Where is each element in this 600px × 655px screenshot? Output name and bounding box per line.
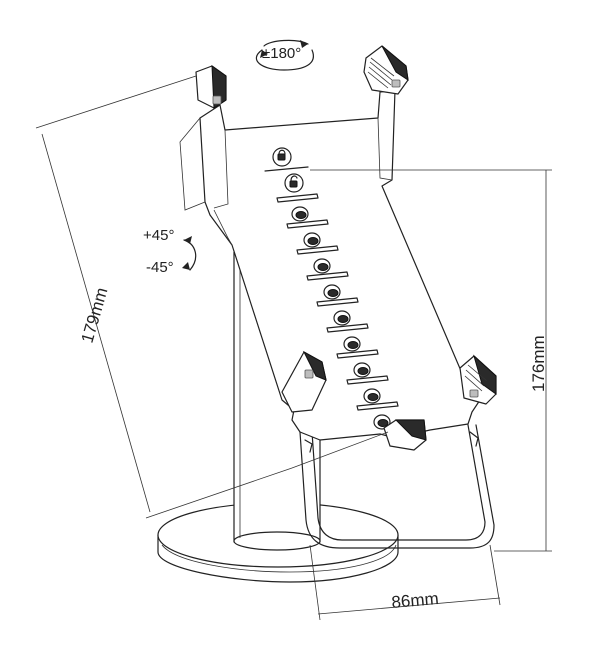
adjustment-hole-shadow — [307, 237, 319, 245]
tilt-down-label: -45° — [146, 259, 174, 276]
lock-divider — [264, 166, 309, 172]
clamp-bottom-center — [383, 419, 427, 451]
adjustment-hole-shadow — [367, 393, 379, 401]
rotate-arrow-icon — [255, 39, 314, 71]
height-vertical-label: 176mm — [529, 335, 548, 392]
adjustment-slot — [356, 401, 399, 411]
width-label: 86mm — [391, 589, 440, 612]
clamp-bottom-left — [281, 350, 327, 413]
rotation-label: ±180° — [262, 45, 301, 62]
adjustment-hole-shadow — [327, 289, 339, 297]
clamp-bottom-right — [459, 354, 497, 405]
tilt-arrow-icon — [182, 236, 197, 271]
adjustment-hole-shadow — [317, 263, 329, 271]
rear-bracket — [299, 424, 495, 549]
height-diagonal-label: 179mm — [78, 285, 112, 345]
adjustment-slots — [276, 193, 399, 430]
adjustment-hole-shadow — [347, 341, 359, 349]
clamp-top-right — [363, 45, 409, 95]
adjustment-hole-shadow — [377, 419, 389, 427]
adjustment-slot — [336, 349, 379, 359]
dimension-86mm — [309, 544, 501, 621]
adjustment-slot — [306, 271, 349, 281]
adjustment-hole-shadow — [357, 367, 369, 375]
adjustment-hole-shadow — [295, 211, 307, 219]
adjustment-slot — [276, 193, 319, 203]
unlock-icon — [284, 173, 304, 193]
dimension-176mm — [310, 169, 552, 552]
dimension-179mm — [35, 75, 389, 519]
adjustment-hole-shadow — [337, 315, 349, 323]
adjustment-slot — [286, 219, 329, 229]
adjustment-slot — [346, 375, 389, 385]
adjustment-slot — [296, 245, 339, 255]
tilt-up-label: +45° — [143, 227, 174, 244]
lock-icon — [272, 147, 292, 167]
clamp-top-left — [195, 64, 227, 109]
adjustment-slot — [316, 297, 359, 307]
adjustment-slot — [326, 323, 369, 333]
